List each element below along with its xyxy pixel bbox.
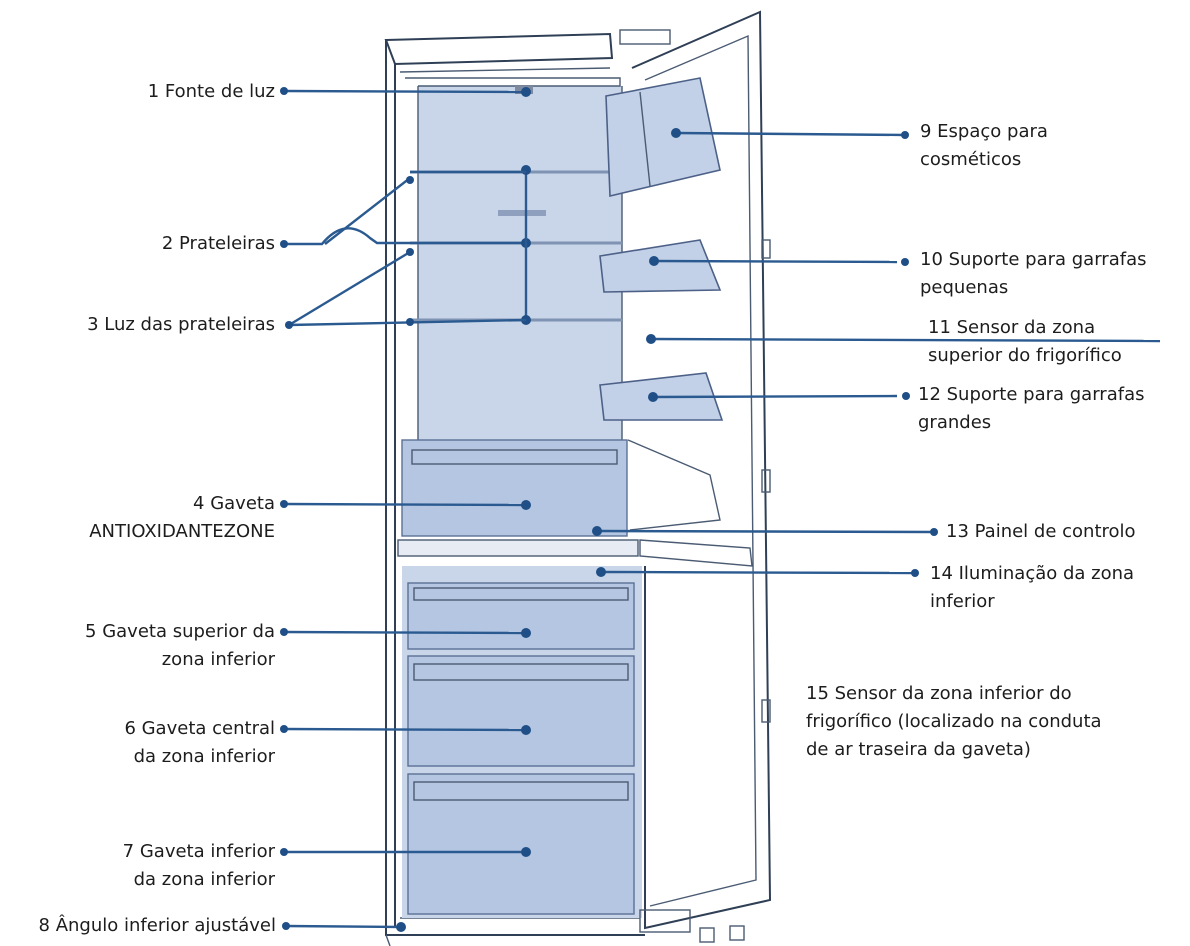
label-text: 7 Gaveta inferior bbox=[122, 841, 275, 862]
label-text: ANTIOXIDANTEZONE bbox=[89, 521, 275, 542]
label-1-light-source: 1 Fonte de luz bbox=[148, 78, 275, 106]
label-11-upper-zone-sensor: 11 Sensor da zona superior do frigorífic… bbox=[928, 314, 1122, 370]
label-text: 12 Suporte para garrafas bbox=[918, 384, 1145, 405]
label-4-antioxidant-drawer: 4 Gaveta ANTIOXIDANTEZONE bbox=[89, 490, 275, 546]
label-7-bottom-lower-drawer: 7 Gaveta inferior da zona inferior bbox=[123, 838, 275, 894]
lower-compartment bbox=[402, 566, 642, 918]
middle-lower-drawer bbox=[407, 655, 635, 767]
label-2-shelves: 2 Prateleiras bbox=[162, 230, 275, 258]
brand-mark bbox=[498, 210, 546, 216]
label-text: 9 Espaço para bbox=[920, 121, 1048, 142]
antioxidant-drawer bbox=[401, 439, 628, 537]
label-text: 5 Gaveta superior da bbox=[85, 621, 275, 642]
label-5-upper-lower-drawer: 5 Gaveta superior da zona inferior bbox=[85, 618, 275, 674]
label-text: 8 Ângulo inferior ajustável bbox=[38, 915, 276, 936]
label-6-middle-lower-drawer: 6 Gaveta central da zona inferior bbox=[124, 715, 275, 771]
leaders-right bbox=[592, 128, 1161, 577]
control-panel bbox=[639, 539, 753, 567]
label-text: grandes bbox=[918, 412, 992, 433]
label-text: 11 Sensor da zona bbox=[928, 317, 1096, 338]
label-14-lower-zone-lighting: 14 Iluminação da zona inferior bbox=[930, 560, 1134, 616]
label-15-lower-zone-sensor: 15 Sensor da zona inferior do frigorífic… bbox=[806, 680, 1102, 764]
label-text: inferior bbox=[930, 591, 995, 612]
label-8-adjustable-foot: 8 Ângulo inferior ajustável bbox=[39, 912, 276, 940]
label-text: cosméticos bbox=[920, 149, 1022, 170]
leaders-left bbox=[280, 87, 531, 932]
upper-compartment bbox=[405, 77, 623, 440]
upper-lower-drawer bbox=[407, 582, 635, 650]
label-12-large-bottle-holder: 12 Suporte para garrafas grandes bbox=[918, 381, 1144, 437]
bottom-lower-drawer bbox=[407, 773, 635, 915]
small-bottle-holder bbox=[599, 239, 722, 293]
label-text: 1 Fonte de luz bbox=[147, 81, 275, 102]
label-text: 6 Gaveta central bbox=[124, 718, 275, 739]
label-text: 10 Suporte para garrafas bbox=[920, 249, 1147, 270]
label-3-shelf-light: 3 Luz das prateleiras bbox=[87, 311, 275, 339]
label-10-small-bottle-holder: 10 Suporte para garrafas pequenas bbox=[920, 246, 1146, 302]
hinge-top bbox=[619, 29, 671, 45]
label-text: da zona inferior bbox=[133, 869, 275, 890]
label-text: 3 Luz das prateleiras bbox=[87, 314, 275, 335]
label-text: de ar traseira da gaveta) bbox=[806, 739, 1031, 760]
label-text: pequenas bbox=[920, 277, 1009, 298]
cosmetics-bin bbox=[605, 77, 721, 198]
label-text: 13 Painel de controlo bbox=[946, 521, 1136, 542]
label-text: superior do frigorífico bbox=[928, 345, 1122, 366]
label-text: 15 Sensor da zona inferior do bbox=[806, 683, 1072, 704]
label-text: frigorífico (localizado na conduta bbox=[806, 711, 1102, 732]
fridge-door bbox=[631, 10, 772, 943]
label-13-control-panel: 13 Painel de controlo bbox=[946, 518, 1136, 546]
label-text: 2 Prateleiras bbox=[161, 233, 275, 254]
label-text: 4 Gaveta bbox=[193, 493, 275, 514]
label-text: zona inferior bbox=[161, 649, 275, 670]
label-text: da zona inferior bbox=[133, 746, 275, 767]
label-text: 14 Iluminação da zona bbox=[930, 563, 1135, 584]
label-9-cosmetics-space: 9 Espaço para cosméticos bbox=[920, 118, 1048, 174]
